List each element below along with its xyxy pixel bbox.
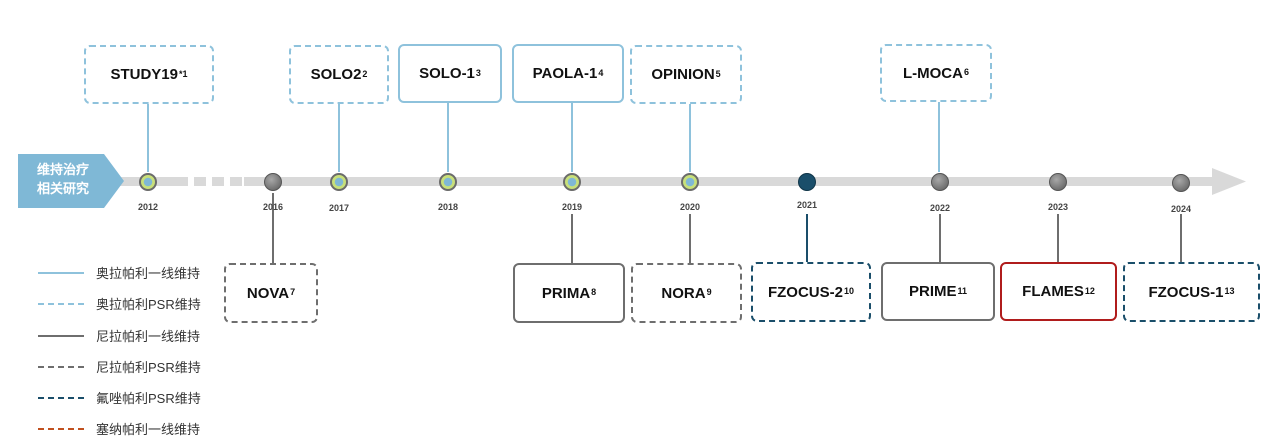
legend-swatch xyxy=(38,271,84,274)
year-label: 2023 xyxy=(1047,202,1069,212)
dot-2016 xyxy=(264,173,282,191)
legend-swatch xyxy=(38,396,84,399)
start-label-line-1: 维持治疗 xyxy=(36,162,89,177)
study-ref: 13 xyxy=(1224,286,1235,296)
study-ref: 6 xyxy=(963,67,969,77)
connector-prime xyxy=(939,214,941,262)
connector-flames xyxy=(1057,214,1059,262)
study-ref: 5 xyxy=(715,68,721,79)
year-label: 2020 xyxy=(679,202,701,212)
connector-solo2 xyxy=(338,104,340,172)
study-name: FZOCUS-2 xyxy=(767,283,843,301)
year-label: 2024 xyxy=(1170,204,1192,214)
start-chevron xyxy=(18,154,124,208)
connector-fzocus1 xyxy=(1180,214,1182,262)
connector-nova xyxy=(272,193,274,263)
study-ref: 8 xyxy=(591,287,597,297)
study-name: PRIME xyxy=(908,283,957,300)
year-label: 2022 xyxy=(929,203,951,213)
study-name: PRIMA xyxy=(541,284,591,302)
study-name: SOLO-1 xyxy=(419,65,475,82)
dot-2019 xyxy=(563,173,581,191)
study-ref: 9 xyxy=(706,287,712,297)
legend-label: 奥拉帕利PSR维持 xyxy=(96,297,201,312)
legend-swatch xyxy=(38,365,84,368)
year-label: 2017 xyxy=(328,203,350,213)
timeline-axis xyxy=(120,177,1215,186)
legend-label: 塞纳帕利一线维持 xyxy=(96,422,201,437)
dot-2020 xyxy=(681,173,699,191)
legend-item: 奥拉帕利一线维持 xyxy=(38,263,200,282)
year-label: 2019 xyxy=(561,202,583,212)
study-name: PAOLA-1 xyxy=(532,65,598,82)
year-label: 2021 xyxy=(796,200,818,210)
study-ref: 10 xyxy=(843,286,854,296)
legend-label: 氟唑帕利PSR维持 xyxy=(96,391,201,406)
study-ref: 12 xyxy=(1084,285,1095,296)
study-name: FZOCUS-1 xyxy=(1148,283,1224,301)
year-label: 2016 xyxy=(262,202,284,212)
legend-swatch xyxy=(38,427,84,430)
legend-item: 尼拉帕利一线维持 xyxy=(38,326,200,345)
connector-nora xyxy=(689,214,691,263)
dot-2021 xyxy=(798,173,816,191)
study-ref: 3 xyxy=(475,67,481,78)
year-label: 2012 xyxy=(137,202,159,212)
legend-item: 塞纳帕利一线维持 xyxy=(38,419,200,438)
dot-2018 xyxy=(439,173,457,191)
legend-item: 尼拉帕利PSR维持 xyxy=(38,357,201,376)
study-box-study19: STUDY19*1 xyxy=(84,45,214,104)
connector-study19 xyxy=(147,104,149,172)
legend-label: 尼拉帕利一线维持 xyxy=(96,329,201,344)
connector-lmoca xyxy=(938,102,940,172)
legend-swatch xyxy=(38,302,84,305)
legend-item: 奥拉帕利PSR维持 xyxy=(38,294,201,313)
study-name: L-MOCA xyxy=(902,64,963,82)
study-ref: 11 xyxy=(957,285,968,296)
start-label: 维持治疗 相关研究 xyxy=(18,160,108,198)
dot-2022 xyxy=(931,173,949,191)
dot-2017 xyxy=(330,173,348,191)
study-ref: *1 xyxy=(179,68,188,79)
timeline-gap xyxy=(188,177,244,186)
connector-paola1 xyxy=(571,103,573,172)
study-name: FLAMES xyxy=(1022,283,1084,300)
legend-item: 氟唑帕利PSR维持 xyxy=(38,388,201,407)
connector-fzocus2 xyxy=(806,214,808,262)
study-name: NOVA xyxy=(246,284,290,302)
dot-2012 xyxy=(139,173,157,191)
legend-label: 奥拉帕利一线维持 xyxy=(96,266,201,281)
study-name: STUDY19 xyxy=(110,66,178,83)
study-name: NORA xyxy=(661,284,706,302)
study-ref: 4 xyxy=(598,67,604,78)
year-label: 2018 xyxy=(437,202,459,212)
study-ref: 7 xyxy=(290,287,296,297)
timeline-arrowhead xyxy=(1212,168,1246,195)
dot-2023 xyxy=(1049,173,1067,191)
study-ref: 2 xyxy=(362,68,368,79)
study-name: OPINION xyxy=(651,66,715,83)
start-label-line-2: 相关研究 xyxy=(36,181,89,196)
legend-swatch xyxy=(38,334,84,337)
dot-2024 xyxy=(1172,174,1190,192)
connector-solo1 xyxy=(447,103,449,172)
connector-prima xyxy=(571,214,573,263)
connector-opinion xyxy=(689,104,691,172)
legend-label: 尼拉帕利PSR维持 xyxy=(96,360,201,375)
study-name: SOLO2 xyxy=(310,66,362,83)
